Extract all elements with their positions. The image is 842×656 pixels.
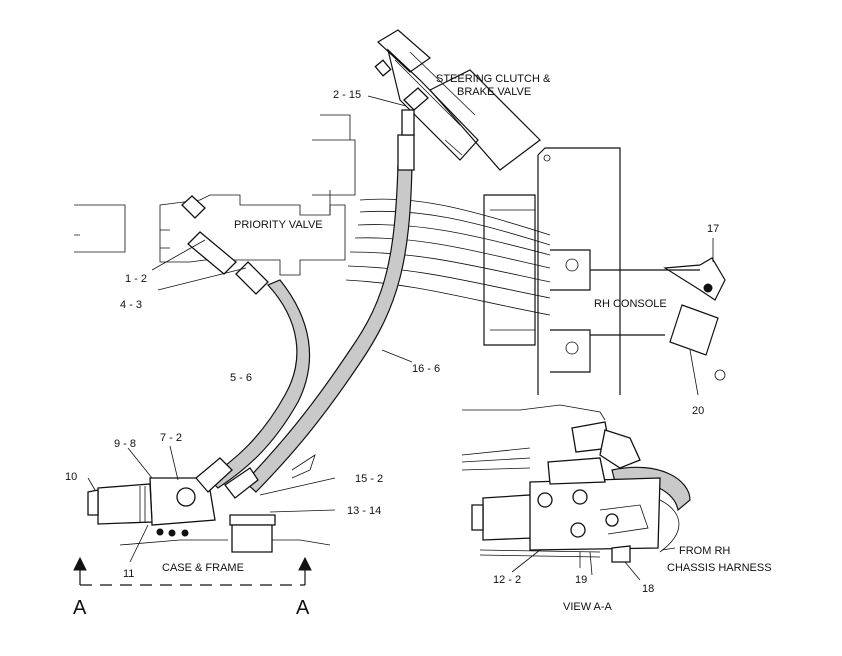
label-view-a-a: VIEW A-A <box>563 601 613 613</box>
view-a-a-detail <box>461 404 691 576</box>
label-from-rh: FROM RH <box>679 545 730 557</box>
label-rh-console: RH CONSOLE <box>594 298 667 310</box>
section-a-a-line <box>73 556 312 586</box>
steering-clutch-brake-valve <box>374 29 541 171</box>
label-steering-valve-line2: BRAKE VALVE <box>457 86 531 98</box>
callout-20: 20 <box>692 405 704 417</box>
callout-9-8: 9 - 8 <box>114 438 136 450</box>
case-frame-line <box>119 539 331 546</box>
leader-lines <box>87 95 714 581</box>
hose-16 <box>244 109 415 493</box>
label-priority-valve: PRIORITY VALVE <box>234 219 323 231</box>
item-17-switch <box>663 257 726 301</box>
label-steering-valve-line1: STEERING CLUTCH & <box>436 73 551 85</box>
callout-12-2: 12 - 2 <box>493 574 521 586</box>
callout-7-2: 7 - 2 <box>160 432 182 444</box>
label-case-frame: CASE & FRAME <box>162 562 244 574</box>
callout-11: 11 <box>123 568 134 580</box>
callout-17: 17 <box>707 223 719 235</box>
callout-18: 18 <box>642 583 654 595</box>
callout-13-14: 13 - 14 <box>347 505 381 517</box>
callout-1-2: 1 - 2 <box>125 273 147 285</box>
callout-15-2: 15 - 2 <box>355 473 383 485</box>
callout-4-3: 4 - 3 <box>120 299 142 311</box>
label-section-a-left: A <box>73 597 87 619</box>
label-section-a-right: A <box>296 597 310 619</box>
callout-10: 10 <box>65 471 77 483</box>
label-chassis-harness: CHASSIS HARNESS <box>667 562 772 574</box>
item-20-block <box>669 304 726 381</box>
rh-console <box>345 147 700 395</box>
callout-19: 19 <box>575 574 587 586</box>
callout-16-6: 16 - 6 <box>412 363 440 375</box>
callout-2-15: 2 - 15 <box>333 89 361 101</box>
manifold-assembly <box>87 454 316 553</box>
callout-5-6: 5 - 6 <box>230 372 252 384</box>
priority-valve <box>74 114 356 276</box>
hose-5 <box>187 231 311 489</box>
